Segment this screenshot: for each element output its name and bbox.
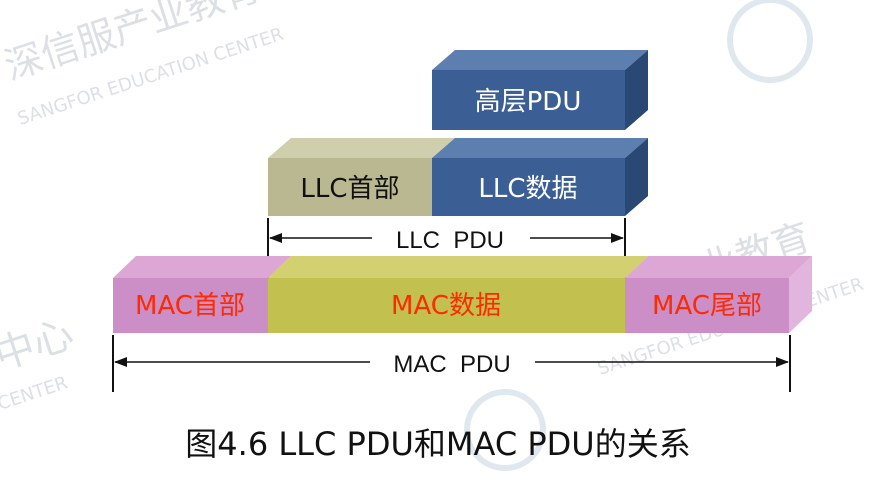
watermark-seal-top — [727, 0, 813, 83]
llc-data-top — [432, 138, 648, 158]
llc-data-label: LLC数据 — [478, 174, 577, 204]
mac-trailer-label: MAC尾部 — [652, 291, 762, 321]
higher-layer-pdu-top — [432, 50, 648, 70]
llc-data-front — [432, 158, 625, 216]
mac-pdu-arrow-left — [114, 357, 127, 367]
mac-trailer-top — [625, 256, 812, 278]
higher-layer-pdu-block: 高层PDU — [432, 50, 648, 130]
watermark-seal-bottom — [464, 389, 546, 471]
mac-trailer-side — [789, 256, 812, 333]
mac-pdu-dimension: MAC PDU — [112, 335, 791, 392]
mac-pdu-arrow-right — [776, 357, 789, 367]
llc-header-label: LLC首部 — [300, 174, 399, 204]
mac-header-label: MAC首部 — [135, 291, 245, 321]
figure-caption: 图4.6 LLC PDU和MAC PDU的关系 — [185, 425, 690, 463]
llc-data-side — [625, 138, 648, 216]
llc-pdu-arrow-left — [269, 233, 282, 243]
watermark-cn-left: 中心 — [0, 311, 79, 379]
llc-header-front — [268, 158, 432, 216]
mac-header-front — [113, 278, 268, 333]
mac-trailer-front — [625, 278, 789, 333]
llc-pdu-label: LLC PDU — [396, 227, 504, 254]
higher-layer-pdu-side — [625, 50, 648, 130]
mac-data-label: MAC数据 — [391, 291, 501, 321]
llc-header-top — [268, 138, 455, 158]
mac-pdu-label: MAC PDU — [393, 351, 510, 378]
higher-layer-pdu-label: 高层PDU — [475, 87, 582, 117]
llc-pdu-block: LLC首部 LLC数据 — [268, 138, 648, 216]
mac-data-front — [268, 278, 625, 333]
llc-pdu-arrow-right — [611, 233, 624, 243]
higher-layer-pdu-front — [432, 70, 625, 130]
mac-header-top — [113, 256, 291, 278]
mac-frame-block: MAC首部 MAC数据 MAC尾部 — [113, 256, 812, 333]
mac-data-top — [268, 256, 648, 278]
watermark-en-left: CENTER — [0, 372, 70, 414]
